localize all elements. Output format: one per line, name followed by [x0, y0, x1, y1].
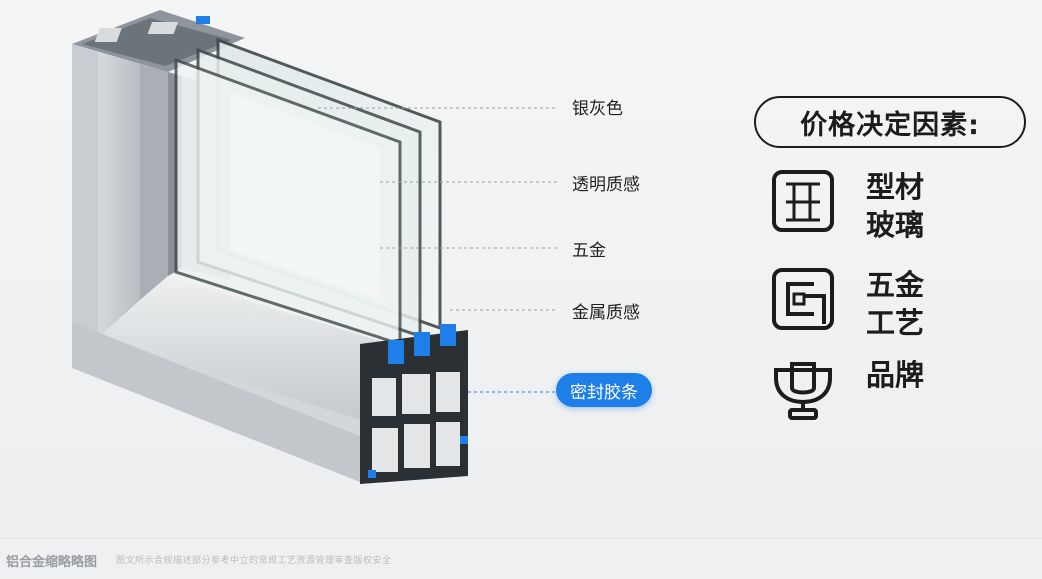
- footer-note: 图文所示合规描述部分参考中立的常规工艺资源管理审查版权安全: [116, 556, 392, 566]
- factor-profile-glass: 型材 玻璃: [770, 168, 924, 244]
- bottom-frame-front-face: [72, 322, 360, 482]
- callout-metallic-texture: 金属质感: [572, 303, 640, 323]
- factor-craft-label: 工艺: [866, 306, 925, 340]
- footer-caption: 铝合金缩略略图: [6, 555, 98, 570]
- vertical-frame-front: [72, 44, 98, 338]
- factor-brand-label: 品牌: [866, 358, 925, 392]
- footer-bar: 铝合金缩略略图 图文所示合规描述部分参考中立的常规工艺资源管理审查版权安全: [0, 538, 1042, 579]
- callout-seal-strip-badge: 密封胶条: [556, 373, 652, 407]
- seal-strip-3: [440, 324, 456, 346]
- hardware-craft-icon: [772, 268, 834, 330]
- vertical-frame-inner: [98, 52, 140, 338]
- factor-profile-label: 型材: [866, 170, 925, 204]
- profile-glass-icon: [772, 170, 834, 232]
- factor-hardware-craft: 五金 工艺: [770, 266, 924, 342]
- bottom-frame-top-face: [98, 276, 390, 420]
- price-factors-title: 价格决定因素:: [754, 96, 1026, 148]
- factor-hardware-label: 五金: [866, 268, 925, 302]
- aluminum-window-cross-section-illustration: [72, 10, 558, 484]
- factor-glass-label: 玻璃: [866, 208, 925, 242]
- callout-hardware: 五金: [572, 241, 606, 261]
- factor-brand: 品牌: [770, 356, 924, 422]
- callout-silver-gray: 银灰色: [572, 99, 623, 119]
- seal-strip-2: [414, 332, 430, 356]
- brand-trophy-icon: [774, 362, 832, 420]
- seal-strip-1: [388, 340, 404, 364]
- callout-transparent-texture: 透明质感: [572, 175, 640, 195]
